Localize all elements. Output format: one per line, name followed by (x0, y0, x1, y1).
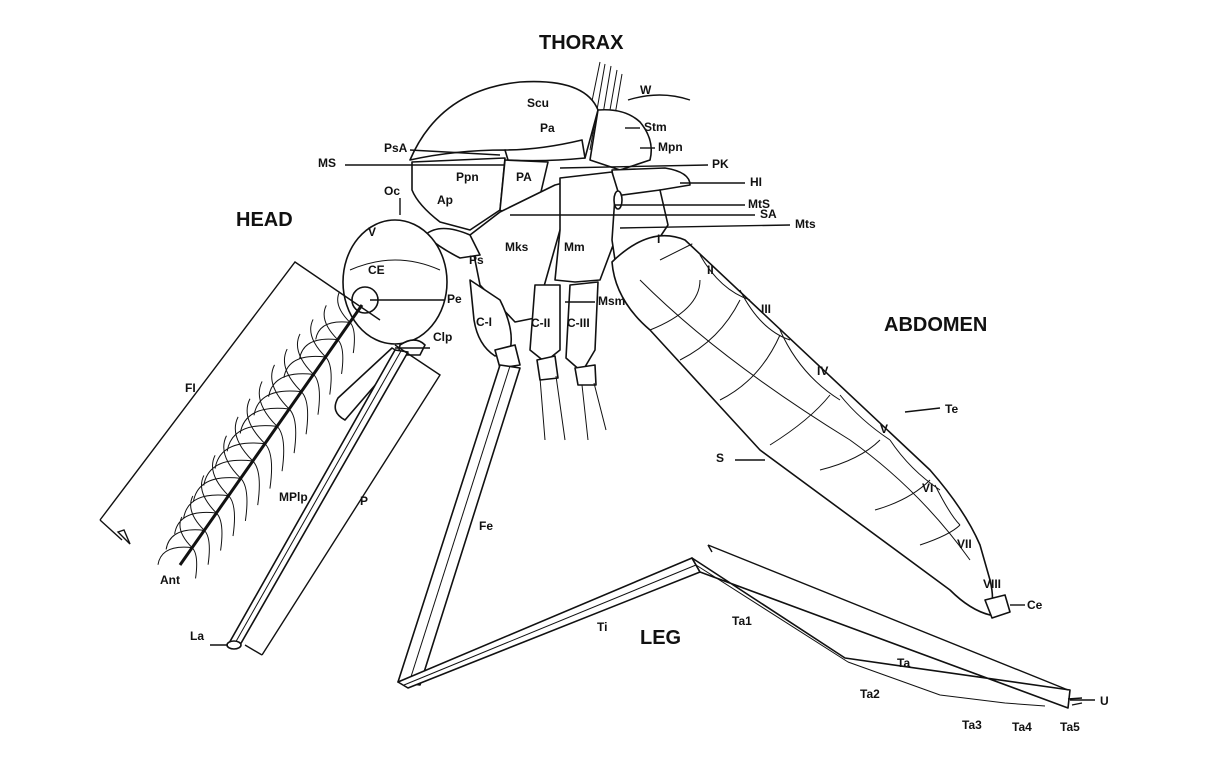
label-VII: VII (957, 537, 972, 551)
label-Msm: Msm (598, 294, 625, 308)
label-S: S (716, 451, 724, 465)
label-I: I (657, 232, 660, 246)
part-labels: W Scu Pa Stm Mpn PsA MS PK HI Ppn PA Oc … (160, 83, 1109, 734)
label-Ap: Ap (437, 193, 453, 207)
label-III: III (761, 302, 771, 316)
label-SA: SA (760, 207, 777, 221)
trochanter-1 (494, 344, 521, 369)
label-VIII: VIII (983, 577, 1001, 591)
trochanter-2 (536, 355, 559, 381)
label-Scu: Scu (527, 96, 549, 110)
spiracle (613, 190, 623, 210)
label-FI: FI (185, 381, 196, 395)
label-W: W (640, 83, 652, 97)
section-thorax: THORAX (539, 32, 624, 54)
label-CE: CE (368, 263, 385, 277)
label-La: La (190, 629, 204, 643)
tarsus (691, 557, 1071, 709)
label-V-abdomen: V (880, 422, 888, 436)
label-Mm: Mm (564, 240, 585, 254)
label-Ce: Ce (1027, 598, 1043, 612)
label-PK: PK (712, 157, 729, 171)
leader-lines (99, 127, 1095, 701)
labella (226, 640, 242, 650)
label-Mks: Mks (505, 240, 529, 254)
label-Ta3: Ta3 (962, 718, 982, 732)
label-Ti: Ti (597, 620, 607, 634)
label-Ta2: Ta2 (860, 687, 880, 701)
postnotum (589, 108, 653, 171)
label-MS: MS (318, 156, 336, 170)
coxa-3 (565, 281, 599, 373)
label-PA: PA (516, 170, 532, 184)
label-IV: IV (817, 364, 828, 378)
label-P: P (360, 494, 368, 508)
label-Oc: Oc (384, 184, 400, 198)
label-Stm: Stm (644, 120, 667, 134)
label-Ta5: Ta5 (1060, 720, 1080, 734)
trochanter-3 (574, 364, 597, 386)
label-Pe: Pe (447, 292, 462, 306)
label-C-III: C-III (567, 316, 590, 330)
postpronotum (411, 157, 506, 231)
label-Mpn: Mpn (658, 140, 683, 154)
label-Te: Te (945, 402, 958, 416)
label-Clp: Clp (433, 330, 452, 344)
abdomen-structure (611, 234, 1011, 619)
cerci (984, 594, 1011, 619)
label-Mts: Mts (795, 217, 816, 231)
label-Ant: Ant (160, 573, 180, 587)
label-C-I: C-I (476, 315, 492, 329)
head-structure (342, 219, 481, 356)
label-Ta1: Ta1 (732, 614, 752, 628)
section-leg: LEG (640, 627, 681, 649)
label-PsA: PsA (384, 141, 408, 155)
label-Ppn: Ppn (456, 170, 479, 184)
label-Fe: Fe (479, 519, 493, 533)
section-titles: THORAX HEAD ABDOMEN LEG (236, 32, 987, 649)
anatomy-drawing (157, 61, 1083, 709)
label-V-head: V (368, 225, 376, 239)
label-Pa: Pa (540, 121, 555, 135)
label-Ps: Ps (469, 253, 484, 267)
label-II: II (707, 263, 714, 277)
section-head: HEAD (236, 209, 293, 231)
compound-eye (342, 219, 448, 345)
label-Ta: Ta (897, 656, 910, 670)
mesepimeron (554, 171, 621, 283)
label-C-II: C-II (531, 316, 550, 330)
label-HI: HI (750, 175, 762, 189)
label-Ta4: Ta4 (1012, 720, 1032, 734)
label-VI: VI (922, 481, 933, 495)
foreleg (397, 364, 1083, 709)
label-MPlp: MPlp (279, 490, 308, 504)
antenna (157, 291, 364, 579)
label-MtS: MtS (748, 197, 770, 211)
section-abdomen: ABDOMEN (884, 314, 987, 336)
label-U: U (1100, 694, 1109, 708)
